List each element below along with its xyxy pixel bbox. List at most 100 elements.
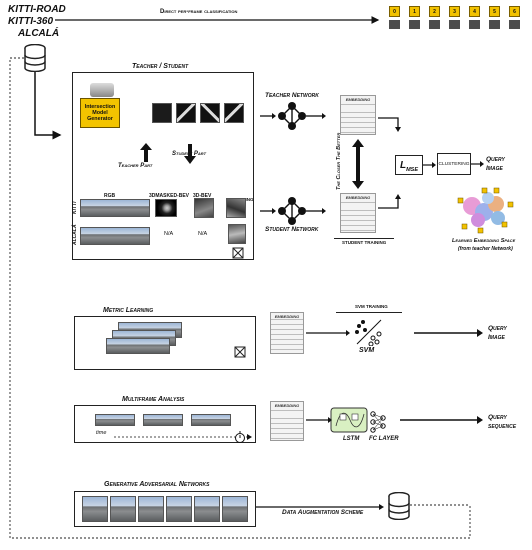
dataset-label-kitti-road: KITTI-ROAD bbox=[8, 4, 66, 15]
student-network-label: Student Network bbox=[265, 226, 319, 233]
class-3-chip: 3 bbox=[449, 6, 460, 17]
svm-training-rule bbox=[336, 312, 402, 313]
svm-scatter-icon bbox=[355, 319, 382, 346]
metric-embedding-doc: EMBEDDING bbox=[270, 312, 304, 354]
kitti-bev-image bbox=[194, 198, 214, 218]
svm-label: SVM bbox=[359, 347, 375, 354]
col-bev-label: 3D-BEV bbox=[193, 193, 212, 199]
student-training-rule bbox=[334, 238, 394, 239]
kitti-warping-image bbox=[226, 198, 246, 218]
class-1-chip: 1 bbox=[409, 6, 420, 17]
augmented-database-icon bbox=[388, 492, 410, 520]
loss-symbol: L bbox=[399, 160, 407, 171]
multiframe-arrows bbox=[306, 416, 483, 424]
alcala-warping-image bbox=[228, 224, 246, 244]
part-arrows bbox=[140, 143, 196, 164]
teacher-network-icon bbox=[260, 102, 326, 130]
query-image-label-teacher: Query Image bbox=[486, 156, 505, 172]
embedding-space-cluster bbox=[457, 187, 514, 234]
gan-image-6 bbox=[222, 496, 248, 522]
metric-image-stack-3 bbox=[106, 338, 170, 354]
multiframe-image-3 bbox=[191, 414, 231, 426]
teacher-student-title: Teacher / Student bbox=[132, 63, 189, 70]
class-0-chip: 0 bbox=[389, 6, 400, 17]
class-6-chip: 6 bbox=[509, 6, 520, 17]
class-4-chip: 4 bbox=[469, 6, 480, 17]
metric-learning-frame bbox=[74, 316, 256, 370]
metric-query-label: Query Image bbox=[488, 325, 507, 341]
class-1-shape bbox=[409, 20, 420, 29]
gan-image-5 bbox=[194, 496, 220, 522]
intersection-model-generator: Intersection Model Generator bbox=[80, 98, 120, 128]
gan-image-2 bbox=[110, 496, 136, 522]
col-masked-bev-label: 3DMASKED-BEV bbox=[149, 193, 190, 199]
loss-subscript: MSE bbox=[406, 167, 419, 173]
student-training-label: STUDENT TRAINING bbox=[342, 240, 387, 245]
teacher-network-label: Teacher Network bbox=[265, 92, 319, 99]
gan-frame bbox=[74, 491, 256, 527]
clustering-box: CLUSTERING bbox=[437, 153, 471, 175]
database-icon bbox=[24, 44, 46, 72]
class-chips: 0 1 2 3 4 5 6 bbox=[384, 6, 524, 36]
metric-arrows bbox=[306, 329, 483, 337]
class-6-shape bbox=[509, 20, 520, 29]
crossed-stack-icon bbox=[232, 247, 244, 259]
multiframe-image-2 bbox=[143, 414, 183, 426]
teacher-student-frame bbox=[72, 72, 254, 260]
dataset-label-alcala: ALCALÁ bbox=[18, 28, 60, 39]
data-augmentation-label: Data Augmentation Scheme bbox=[282, 509, 364, 516]
learned-embedding-title: Learned Embedding Space bbox=[452, 238, 516, 244]
col-rgb-label: RGB bbox=[104, 193, 116, 199]
class-5-chip: 5 bbox=[489, 6, 500, 17]
teacher-embedding-doc: EMBEDDING bbox=[340, 95, 376, 135]
teacher-bev-image bbox=[176, 103, 196, 123]
time-arrow bbox=[114, 434, 252, 440]
closer-double-arrow bbox=[352, 139, 364, 189]
multiframe-query-label: Query sequence bbox=[488, 414, 517, 430]
class-4-shape bbox=[469, 20, 480, 29]
stopwatch-icon bbox=[235, 431, 245, 443]
row-alcala-label: ALCALÁ bbox=[72, 224, 78, 245]
multiframe-title: Multiframe Analysis bbox=[122, 396, 185, 403]
multiframe-embedding-doc: EMBEDDING bbox=[270, 401, 304, 441]
class-3-shape bbox=[449, 20, 460, 29]
fc-layer-label: FC LAYER bbox=[369, 436, 399, 442]
student-embedding-doc: EMBEDDING bbox=[340, 193, 376, 233]
gan-title: Generative Adversarial Networks bbox=[104, 481, 210, 488]
multiframe-frame bbox=[74, 405, 256, 443]
db-to-loop-dashed bbox=[410, 504, 470, 506]
class-5-shape bbox=[489, 20, 500, 29]
lstm-fc-block bbox=[330, 407, 386, 433]
teacher-bev-image bbox=[152, 103, 172, 123]
gan-image-3 bbox=[138, 496, 164, 522]
generator-model-shape bbox=[90, 83, 114, 97]
svm-training-label: SVM TRAINING bbox=[355, 304, 388, 309]
kitti-rgb-image bbox=[80, 199, 150, 217]
row-kitti-label: KITTI bbox=[72, 201, 78, 215]
student-network-icon bbox=[260, 197, 326, 225]
alcala-masked-na: N/A bbox=[164, 231, 174, 237]
metric-learning-title: Metric Learning bbox=[103, 307, 154, 314]
loss-mse-box: LMSE bbox=[395, 155, 423, 175]
time-label: time bbox=[96, 430, 107, 436]
loss-to-clustering-arrow bbox=[423, 162, 436, 168]
teacher-part-label: Teacher Part bbox=[118, 163, 153, 169]
direct-classification-label: Direct per-frame classification bbox=[160, 9, 238, 15]
gan-image-1 bbox=[82, 496, 108, 522]
kitti-masked-bev-image bbox=[155, 199, 177, 217]
closer-better-label: The Closer The Better bbox=[336, 132, 342, 190]
dataset-label-kitti-360: KITTI-360 bbox=[8, 16, 54, 27]
lstm-label: LSTM bbox=[343, 436, 360, 442]
multiframe-image-1 bbox=[95, 414, 135, 426]
gan-to-db-arrow bbox=[256, 504, 384, 510]
class-0-shape bbox=[389, 20, 400, 29]
alcala-rgb-image bbox=[80, 227, 150, 245]
teacher-bev-image bbox=[200, 103, 220, 123]
gan-image-4 bbox=[166, 496, 192, 522]
learned-embedding-subtitle: (from teacher Network) bbox=[458, 246, 513, 252]
alcala-bev-na: N/A bbox=[198, 231, 208, 237]
class-2-shape bbox=[429, 20, 440, 29]
teacher-bev-image bbox=[224, 103, 244, 123]
clustering-to-query-arrow bbox=[471, 161, 484, 167]
